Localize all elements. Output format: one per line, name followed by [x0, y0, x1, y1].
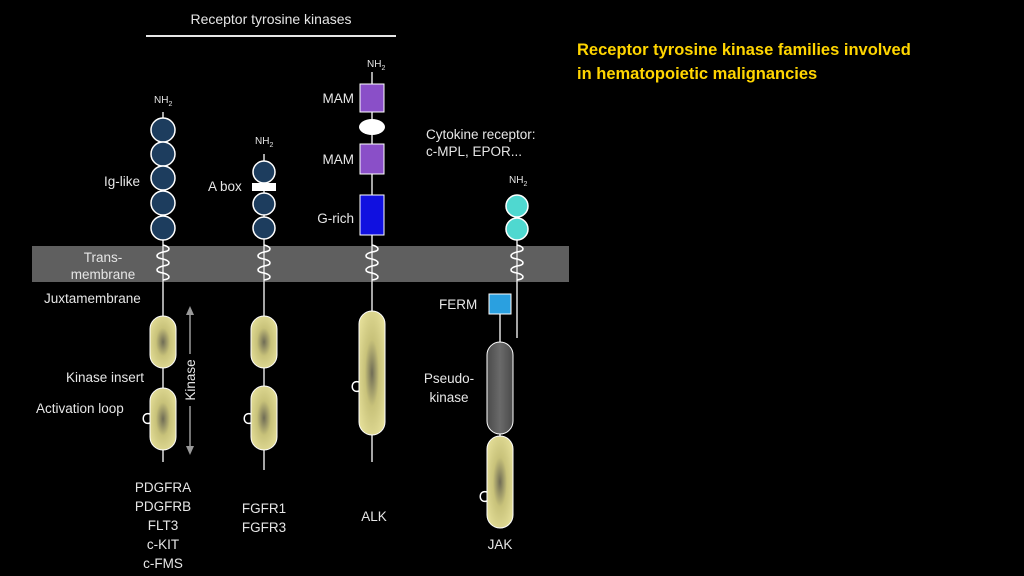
family-list-pdgfr: PDGFRA PDGFRB FLT3 c-KIT c-FMS [118, 478, 208, 573]
kinase-domain-n [250, 315, 278, 369]
activation-loop [142, 412, 151, 425]
mam-label: MAM [322, 91, 355, 106]
ig-domain [252, 160, 276, 184]
kinase-span-arrow: Kinase [182, 306, 198, 455]
cytokine-domain [505, 217, 529, 241]
activation-loop [243, 412, 252, 425]
ferm-label: FERM [439, 297, 478, 312]
kinase-domain-n [149, 315, 177, 369]
g-rich-domain [359, 194, 385, 236]
family-name: PDGFRA [134, 480, 192, 495]
kinase-domain-c [250, 385, 278, 451]
n-terminus-label: NH2 [367, 59, 386, 73]
mam-domain [359, 143, 385, 175]
receptor-fgfr [243, 154, 278, 470]
membrane-band [32, 246, 569, 282]
family-name: JAK [487, 537, 513, 552]
pseudokinase-domain [486, 341, 514, 435]
family-name: FGFR1 [241, 501, 287, 516]
g-rich-label: G-rich [317, 211, 354, 226]
pseudokinase-label: Pseudo- kinase [423, 371, 475, 405]
activation-loop [351, 380, 360, 393]
family-name: ALK [361, 509, 387, 524]
family-name: PDGFRB [134, 499, 192, 514]
n-terminus-label: NH2 [154, 95, 173, 109]
ldla-domain [359, 119, 385, 135]
receptor-alk [351, 72, 386, 462]
a-box-label: A box [208, 179, 242, 194]
ferm-domain [488, 293, 512, 315]
transmembrane-helix [510, 244, 524, 281]
kinase-domain [358, 310, 386, 436]
ig-domain [252, 216, 276, 240]
transmembrane-helix [156, 244, 170, 281]
family-name: c-KIT [146, 537, 180, 552]
receptor-cytokine-jak [479, 194, 529, 529]
family-name: FLT3 [147, 518, 179, 533]
family-list-fgfr: FGFR1 FGFR3 [224, 499, 304, 537]
transmembrane-label: Trans- membrane [70, 250, 136, 282]
juxtamembrane-label: Juxtamembrane [44, 291, 141, 306]
mam-domain [359, 83, 385, 113]
jak-kinase-domain [486, 435, 514, 529]
transmembrane-helix [365, 244, 379, 281]
family-name: c-FMS [143, 556, 183, 571]
ig-domain [150, 165, 176, 191]
activation-loop-label: Activation loop [36, 401, 124, 416]
diagram-heading: Receptor tyrosine kinases [190, 11, 352, 27]
cytokine-domain [505, 194, 529, 218]
a-box [252, 183, 276, 191]
transmembrane-helix [257, 244, 271, 281]
activation-loop [479, 490, 488, 503]
slide-title: Receptor tyrosine kinase families involv… [577, 41, 911, 83]
cytokine-receptor-label: Cytokine receptor: c-MPL, EPOR... [426, 127, 536, 159]
family-list-alk: ALK [344, 510, 404, 524]
kinase-domain-c [149, 387, 177, 451]
family-list-jak: JAK [470, 538, 530, 552]
n-terminus-label: NH2 [255, 136, 274, 150]
kinase-insert-label: Kinase insert [66, 370, 145, 385]
n-terminus-label: NH2 [509, 175, 528, 189]
ig-domain [150, 141, 176, 167]
ig-domain [150, 117, 176, 143]
ig-domain [150, 215, 176, 241]
family-name: FGFR3 [241, 520, 287, 535]
ig-like-label: Ig-like [103, 174, 140, 189]
ig-domain [252, 192, 276, 216]
receptor-pdgfr [142, 112, 177, 462]
kinase-label: Kinase [183, 359, 198, 400]
mam-label: MAM [322, 152, 355, 167]
ig-domain [150, 190, 176, 216]
